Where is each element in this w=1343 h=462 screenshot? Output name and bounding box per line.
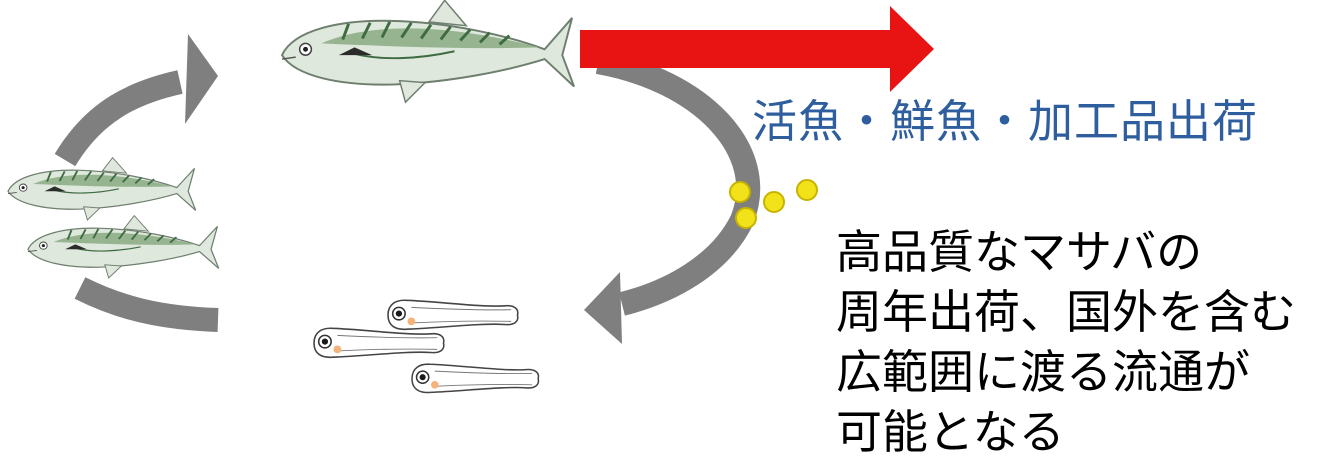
adult-mackerel-icon xyxy=(280,0,576,104)
cycle-arrow-down-head xyxy=(584,272,622,344)
shipping-arrow xyxy=(580,6,934,92)
cycle-arrow-up-head xyxy=(185,34,218,124)
cycle-arrow-down xyxy=(595,50,761,316)
description-line: 高品質なマサバの xyxy=(836,225,1203,279)
larva-icon xyxy=(387,299,519,331)
description-line: 広範囲に渡る流通が xyxy=(836,345,1250,399)
cycle-arrow-bottom xyxy=(74,277,219,332)
egg-icon xyxy=(729,179,818,229)
cycle-arrow-up xyxy=(54,70,183,167)
description-text: 高品質なマサバの 周年出荷、国外を含む 広範囲に渡る流通が 可能となる xyxy=(836,222,1296,462)
broodstock-mackerel-icon xyxy=(7,156,197,221)
larva-icon xyxy=(313,327,445,359)
larva-icon xyxy=(411,363,540,394)
description-line: 可能となる xyxy=(836,405,1065,459)
description-line: 周年出荷、国外を含む xyxy=(836,285,1296,339)
shipping-label: 活魚・鮮魚・加工品出荷 xyxy=(752,95,1259,148)
broodstock-mackerel-icon xyxy=(27,214,220,279)
